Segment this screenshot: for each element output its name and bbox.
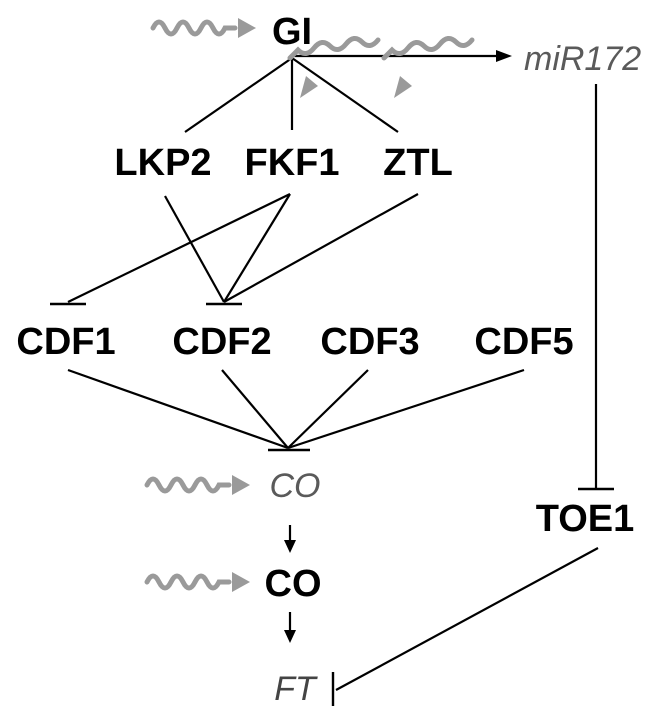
edges xyxy=(50,50,614,706)
node-lkp2: LKP2 xyxy=(114,142,211,184)
light-signal-icon-co-protein xyxy=(144,572,250,592)
edge-gi-lkp2 xyxy=(184,57,293,133)
edge-cdf5-co xyxy=(287,368,525,450)
edge-gi-ztl xyxy=(291,57,399,133)
node-fkf1: FKF1 xyxy=(245,142,340,184)
node-ft-gene: FT xyxy=(274,670,318,708)
edge-cdf3-co xyxy=(287,369,369,449)
edge-cdf1-co xyxy=(67,368,289,450)
edge-toe1-ft xyxy=(335,547,599,691)
light-signals xyxy=(144,18,475,592)
node-cdf3: CDF3 xyxy=(320,321,419,363)
arrowhead-ft xyxy=(284,630,296,643)
edge-fkf1-cdf1 xyxy=(67,193,291,303)
node-cdf2: CDF2 xyxy=(172,321,271,363)
edge-cdf2-co xyxy=(221,369,289,449)
node-cdf1: CDF1 xyxy=(16,321,115,363)
node-ztl: ZTL xyxy=(383,142,453,184)
edge-fkf1-cdf2 xyxy=(223,193,291,303)
edge-lkp2-cdf2 xyxy=(164,195,225,303)
nodes: GI miR172 LKP2 FKF1 ZTL CDF1 CDF2 CDF3 C… xyxy=(16,11,641,708)
light-signal-icon-gi-fkf1 xyxy=(287,36,381,98)
node-gi: GI xyxy=(272,11,312,53)
edge-ztl-cdf2 xyxy=(223,193,419,303)
light-signal-icon-co-gene xyxy=(144,475,250,495)
light-signal-icon-gi-ztl xyxy=(381,36,475,98)
node-co-protein: CO xyxy=(265,563,322,605)
light-signal-icon-gi xyxy=(150,18,256,38)
arrowhead-co-protein xyxy=(284,540,296,553)
node-cdf5: CDF5 xyxy=(474,321,573,363)
node-mir172: miR172 xyxy=(524,40,641,78)
arrowhead-mir172 xyxy=(496,50,512,62)
node-co-gene: CO xyxy=(270,467,321,505)
node-toe1: TOE1 xyxy=(536,498,635,540)
